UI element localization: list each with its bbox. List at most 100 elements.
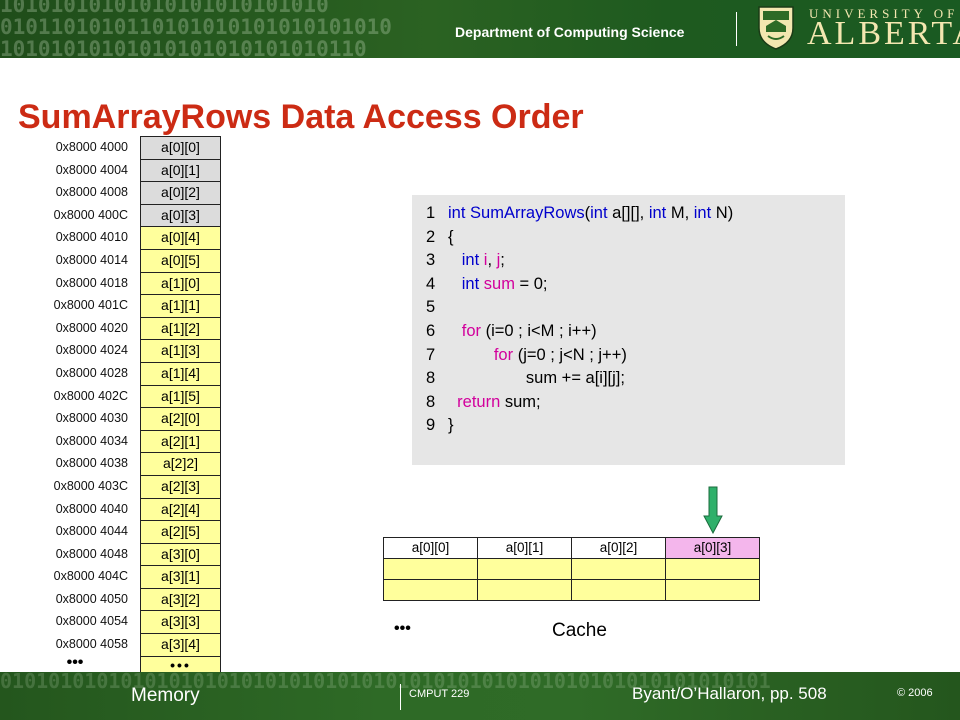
cache-cell [571,579,666,601]
code-token: = 0; [514,274,548,293]
code-token [448,251,462,269]
memory-address: 0x8000 4028 [55,365,128,380]
memory-address: 0x8000 4034 [55,433,128,448]
cache-cell [571,558,666,580]
line-number: 9 [426,416,436,435]
cache-cell [477,579,572,601]
department-name: Department of Computing Science [455,24,685,40]
course-code: CMPUT 229 [409,688,470,700]
code-token [448,322,462,340]
code-token: ( [584,204,591,222]
memory-cell: a[2][0] [140,408,221,431]
memory-cells: a[0][0]a[0][1]a[0][2]a[0][3]a[0][4]a[0][… [140,136,221,680]
slide-title: SumArrayRows Data Access Order [18,98,584,136]
memory-address: 0x8000 402C [53,388,128,403]
code-token: int [461,251,484,270]
memory-address: 0x8000 4058 [55,637,128,652]
cache-cell [665,579,760,601]
footer-banner: 0101010101010101010101010101010101010101… [0,672,960,720]
memory-cell: a[2]2] [140,453,221,476]
memory-cell: a[0][0] [140,136,221,160]
code-token: (j=0 ; j<N ; j++) [513,345,627,364]
code-token: return [457,392,501,411]
memory-address: 0x8000 403C [53,478,128,493]
code-token: i [483,251,488,270]
cache-tag-cell: a[0][1] [477,537,572,559]
code-token: N) [715,204,734,222]
memory-cell: a[0][3] [140,204,221,228]
line-number: 7 [426,345,436,364]
memory-address: 0x8000 4000 [55,140,128,154]
memory-address: 0x8000 4040 [55,501,128,516]
code-token [448,393,457,411]
copyright-text: © 2006 [897,687,933,699]
memory-cell: a[1][1] [140,295,221,318]
cache-tag-cell: a[0][3] [665,537,760,559]
line-number: 8 [426,369,436,388]
line-number: 2 [426,227,436,246]
memory-address: 0x8000 4018 [55,275,128,290]
memory-cell: a[1][2] [140,317,221,341]
cache-header-row: a[0][0]a[0][1]a[0][2]a[0][3] [383,537,760,559]
line-number: 1 [426,204,436,222]
memory-cell: a[1][4] [140,362,221,386]
memory-cell: a[3][0] [140,543,221,567]
code-token: sum [483,274,515,293]
code-line: 6 for (i=0 ; i<M ; i++) [426,322,597,341]
memory-address: 0x8000 404C [53,569,128,584]
memory-address: 0x8000 4004 [55,162,128,177]
cache-row [383,579,760,601]
cache-ellipsis: ••• [394,620,411,637]
code-token: ; [500,251,505,270]
memory-cell: a[0][4] [140,227,221,250]
line-number: 3 [426,251,436,270]
line-number: 6 [426,322,436,340]
memory-cell: a[3][4] [140,634,221,657]
memory-cell: a[3][2] [140,588,221,612]
code-token: sum; [500,392,541,411]
code-token: a[][], [612,204,649,222]
code-line: 7 for (j=0 ; j<N ; j++) [426,346,627,365]
cache-tag-cell: a[0][2] [571,537,666,559]
code-token: j [496,251,501,270]
cache-table: a[0][0]a[0][1]a[0][2]a[0][3] [383,537,760,601]
cache-cell [383,558,478,580]
header-divider [736,12,737,46]
footer-divider [400,684,401,710]
cache-cell [477,558,572,580]
cache-cell [383,579,478,601]
code-token: (i=0 ; i<M ; i++) [481,322,597,340]
memory-address: 0x8000 4014 [55,252,128,267]
memory-cell: a[0][1] [140,159,221,183]
binary-pattern-decoration: 0101010101010101010101010101010101010101… [0,672,771,693]
code-token: for [493,345,514,364]
memory-cell: a[2][4] [140,498,221,522]
code-token: int [461,274,484,293]
code-token: int [693,204,716,222]
university-crest-icon [758,6,794,50]
code-line: 4 int sum = 0; [426,275,548,294]
memory-cell: a[0][2] [140,182,221,205]
university-line: UNIVERSITY OF [809,6,959,21]
code-line: 2{ [426,228,454,247]
memory-address: 0x8000 4030 [55,411,128,426]
code-token: int [448,204,471,222]
memory-address: 0x8000 400C [53,207,128,222]
memory-address: 0x8000 4020 [55,320,128,335]
binary-pattern-decoration: 10101010101010101010101010 0101101010110… [0,0,392,58]
memory-cell: a[1][3] [140,340,221,363]
line-number: 8 [426,392,436,411]
code-line: 5 [426,298,448,317]
memory-address: 0x8000 4048 [55,546,128,561]
memory-cell: a[1][0] [140,272,221,296]
memory-cell: a[3][1] [140,566,221,589]
memory-cell: a[2][3] [140,475,221,499]
memory-address: 0x8000 4050 [55,591,128,606]
code-line: 8 return sum; [426,393,541,412]
cache-label: Cache [552,620,607,641]
header-banner: 10101010101010101010101010 0101101010110… [0,0,960,58]
code-token: M, [670,204,694,222]
memory-address: 0x8000 4010 [55,230,128,245]
